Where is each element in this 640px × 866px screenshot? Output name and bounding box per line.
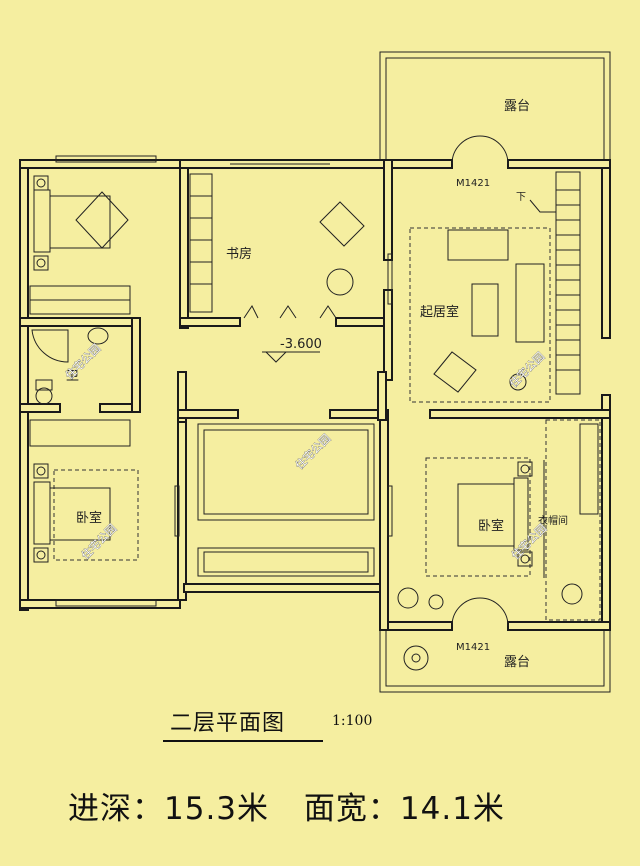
- study-label: 书房: [226, 246, 252, 262]
- door-top: [451, 135, 509, 165]
- central-void: [197, 423, 375, 577]
- door-bottom-label: M1421: [456, 642, 490, 653]
- depth-dimension: 进深：15.3米: [68, 791, 270, 827]
- terrace-top: [379, 51, 611, 160]
- terrace-bottom: [379, 630, 611, 693]
- bedroom-right-label: 卧室: [478, 518, 504, 534]
- terrace-top-label: 露台: [504, 99, 530, 114]
- bed-top-left: [33, 175, 129, 271]
- width-dimension: 面宽：14.1米: [303, 791, 505, 827]
- elevation-label: -3.600: [280, 337, 322, 352]
- door-top-label: M1421: [456, 178, 490, 189]
- plan-title: 二层平面图: [170, 711, 286, 736]
- plant-icon: [403, 645, 429, 671]
- interior-walls: [19, 289, 611, 423]
- door-bottom: [451, 597, 509, 627]
- closet-label: 衣帽间: [538, 514, 568, 527]
- terrace-bottom-label: 露台: [504, 655, 530, 670]
- staircase: [529, 171, 581, 395]
- living-room-furniture: [409, 227, 551, 403]
- bedroom-left-label: 卧室: [76, 510, 102, 526]
- wardrobe-top-left: [29, 285, 131, 315]
- title-underline: [163, 740, 323, 742]
- study-furniture: [189, 173, 365, 319]
- plan-scale: 1:100: [332, 713, 373, 729]
- bathroom-label: 卫: [66, 369, 79, 384]
- watermark: 住宅公园: [292, 431, 333, 472]
- watermark: 住宅公园: [78, 521, 119, 562]
- bed-bottom-right: [397, 419, 601, 621]
- windows: [55, 155, 393, 607]
- floor-plan: 露台 M1421 下 书房 起居室 -3.600 卫 卧室 卧室 衣帽间 M14…: [19, 51, 611, 693]
- elevation-marker: [262, 351, 320, 363]
- dimensions-line: 进深：15.3米 面宽：14.1米: [40, 783, 600, 828]
- watermark: 住宅公园: [506, 349, 547, 390]
- living-room-label: 起居室: [420, 304, 459, 320]
- stair-direction-label: 下: [516, 192, 526, 203]
- bed-bottom-left: [29, 419, 139, 563]
- bathroom-fixtures: [31, 327, 109, 405]
